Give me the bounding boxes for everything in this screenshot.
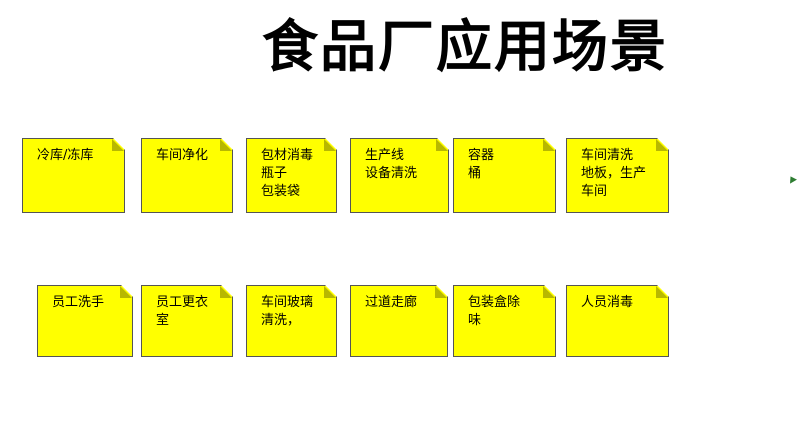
- scenario-label: 包材消毒 瓶子 包装袋: [261, 148, 314, 199]
- folded-corner: [220, 286, 232, 298]
- scenario-label: 车间清洗 地板，生产 车间: [581, 148, 647, 199]
- scenario-label: 包装盒除 味: [468, 295, 521, 328]
- scenario-card-workshop-purification: 车间净化: [141, 138, 233, 213]
- folded-corner: [436, 139, 448, 151]
- scenario-card-hand-washing: 员工洗手: [37, 285, 133, 357]
- folded-corner: [112, 139, 124, 151]
- scenario-card-corridor: 过道走廊: [350, 285, 448, 357]
- folded-corner: [324, 139, 336, 151]
- page-title: 食品厂应用场景: [262, 14, 668, 80]
- folded-corner: [220, 139, 232, 151]
- folded-corner: [656, 139, 668, 151]
- scenario-card-personnel-disinfection: 人员消毒: [566, 285, 669, 357]
- folded-corner: [435, 286, 447, 298]
- folded-corner: [543, 286, 555, 298]
- scenario-card-containers: 容器 桶: [453, 138, 556, 213]
- scenario-label: 容器 桶: [468, 148, 495, 181]
- folded-corner: [324, 286, 336, 298]
- scenario-label: 人员消毒: [581, 295, 634, 310]
- scenario-label: 过道走廊: [365, 295, 418, 310]
- scenario-card-production-line: 生产线 设备清洗: [350, 138, 449, 213]
- scenario-card-changing-room: 员工更衣 室: [141, 285, 233, 357]
- scenario-label: 车间净化: [156, 148, 209, 163]
- scenario-label: 冷库/冻库: [37, 148, 94, 163]
- scenario-label: 车间玻璃 清洗，: [261, 295, 314, 328]
- folded-corner: [543, 139, 555, 151]
- folded-corner: [120, 286, 132, 298]
- folded-corner: [656, 286, 668, 298]
- scenario-card-packaging-disinfection: 包材消毒 瓶子 包装袋: [246, 138, 337, 213]
- scenario-card-glass-cleaning: 车间玻璃 清洗，: [246, 285, 337, 357]
- scenario-card-cold-storage: 冷库/冻库: [22, 138, 125, 213]
- scenario-label: 生产线 设备清洗: [365, 148, 418, 181]
- green-triangle-marker-icon: [787, 174, 797, 184]
- scenario-card-floor-cleaning: 车间清洗 地板，生产 车间: [566, 138, 669, 213]
- scenario-label: 员工更衣 室: [156, 295, 209, 328]
- scenario-label: 员工洗手: [52, 295, 105, 310]
- scenario-card-box-deodorizing: 包装盒除 味: [453, 285, 556, 357]
